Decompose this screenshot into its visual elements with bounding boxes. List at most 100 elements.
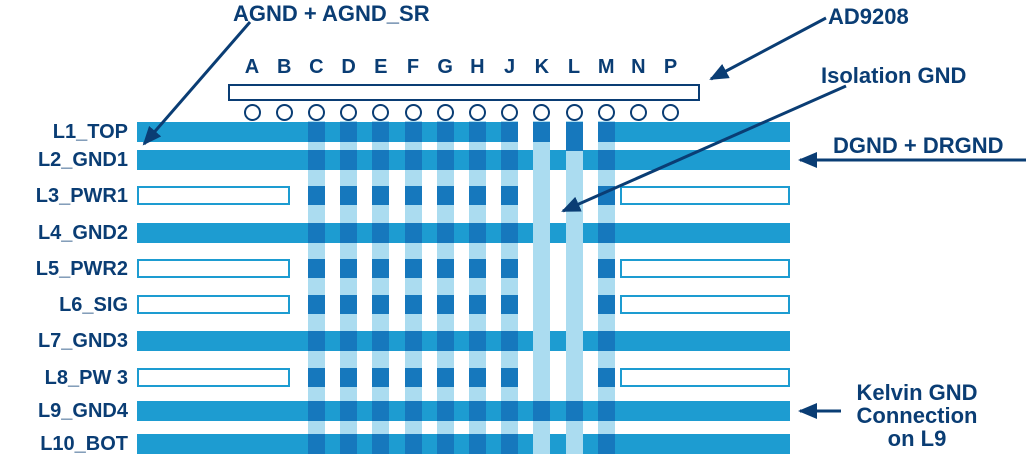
via-pad-h-l8-pw-3 <box>468 368 486 387</box>
layer-bar-l8-pw-3-0 <box>137 368 290 387</box>
column-letter-d: D <box>341 56 356 78</box>
via-barrel-k <box>533 121 551 454</box>
layer-label-l4-gnd2: L4_GND2 <box>37 222 128 244</box>
column-letter-k: K <box>534 56 550 78</box>
via-pad-k-l9-gnd4 <box>533 401 551 421</box>
column-letter-a: A <box>244 56 260 78</box>
via-pad-f-l5-pwr2 <box>404 259 422 278</box>
layer-bar-l9-gnd4-0 <box>137 401 790 421</box>
bga-ball-b <box>275 103 293 121</box>
layer-label-l8-pw-3: L8_PW 3 <box>44 366 128 389</box>
via-clearance-k-l10-bot <box>533 434 551 454</box>
via-pad-j-l9-gnd4 <box>501 401 519 421</box>
via-pad-d-l9-gnd4 <box>340 401 358 421</box>
via-pad-d-l8-pw-3 <box>340 368 358 387</box>
via-clearance-l-l10-bot <box>565 434 583 454</box>
column-letter-j: J <box>504 56 516 78</box>
via-pad-g-l6-sig <box>436 295 454 314</box>
via-pad-h-l3-pwr1 <box>468 186 486 205</box>
column-letter-c: C <box>309 56 324 78</box>
via-pad-h-l6-sig <box>468 295 486 314</box>
via-pad-e-l8-pw-3 <box>372 368 390 387</box>
via-pad-h-l9-gnd4 <box>468 401 486 421</box>
bga-ball-g <box>436 103 454 121</box>
layer-bar-l3-pwr1-0 <box>137 186 290 205</box>
via-pad-h-l1-top <box>468 122 486 142</box>
via-pad-g-l3-pwr1 <box>436 186 454 205</box>
via-pad-g-l1-top <box>436 122 454 142</box>
bga-ball-e <box>372 103 390 121</box>
layer-label-l3-pwr1: L3_PWR1 <box>35 184 128 207</box>
via-clearance-k-l7-gnd3 <box>533 331 551 351</box>
via-pad-h-l5-pwr2 <box>468 259 486 278</box>
via-pad-l-l9-gnd4 <box>565 401 583 421</box>
via-pad-j-l3-pwr1 <box>501 186 519 205</box>
via-pad-f-l10-bot <box>404 434 422 454</box>
layer-bar-l8-pw-3-1 <box>620 368 790 387</box>
via-pad-e-l7-gnd3 <box>372 331 390 351</box>
column-letter-f: F <box>406 56 420 78</box>
via-pad-f-l1-top <box>404 122 422 142</box>
isolation-gnd-label: Isolation GND <box>821 63 967 88</box>
via-pad-c-l10-bot <box>307 434 325 454</box>
bga-ball-l <box>565 103 583 121</box>
via-pad-e-l2-gnd1 <box>372 150 390 170</box>
via-pad-j-l1-top <box>501 122 519 142</box>
via-pad-d-l1-top <box>340 122 358 142</box>
via-pad-e-l4-gnd2 <box>372 223 390 243</box>
via-pad-e-l5-pwr2 <box>372 259 390 278</box>
bga-ball-m <box>597 103 615 121</box>
bga-ball-d <box>340 103 358 121</box>
via-pad-d-l2-gnd1 <box>340 150 358 170</box>
via-pad-j-l4-gnd2 <box>501 223 519 243</box>
column-letter-m: M <box>597 56 615 78</box>
via-clearance-k-l4-gnd2 <box>533 223 551 243</box>
via-pad-e-l3-pwr1 <box>372 186 390 205</box>
via-pad-c-l8-pw-3 <box>307 368 325 387</box>
via-pad-g-l5-pwr2 <box>436 259 454 278</box>
via-pad-k-l1-top <box>533 122 551 142</box>
via-pad-g-l8-pw-3 <box>436 368 454 387</box>
via-pad-j-l5-pwr2 <box>501 259 519 278</box>
via-pad-g-l2-gnd1 <box>436 150 454 170</box>
via-pad-j-l6-sig <box>501 295 519 314</box>
kelvin-line-2: Connection <box>856 403 978 428</box>
via-pad-c-l4-gnd2 <box>307 223 325 243</box>
via-pad-m-l1-top <box>597 122 615 142</box>
bga-ball-f <box>404 103 422 121</box>
via-pad-g-l4-gnd2 <box>436 223 454 243</box>
column-letter-p: P <box>663 56 678 78</box>
layer-label-l10-bot: L10_BOT <box>40 433 128 455</box>
via-pad-d-l5-pwr2 <box>340 259 358 278</box>
via-pad-d-l10-bot <box>340 434 358 454</box>
layer-bar-l10-bot-0 <box>137 434 790 454</box>
via-pad-e-l9-gnd4 <box>372 401 390 421</box>
kelvin-line-3: on L9 <box>887 426 947 451</box>
bga-ball-j <box>501 103 519 121</box>
bga-ball-c <box>307 103 325 121</box>
via-pad-h-l4-gnd2 <box>468 223 486 243</box>
column-letter-g: G <box>437 56 453 78</box>
via-clearance-k-l2-gnd1 <box>533 150 551 170</box>
via-pad-c-l6-sig <box>307 295 325 314</box>
agnd-label: AGND + AGND_SR <box>233 1 430 26</box>
via-pad-e-l1-top <box>372 122 390 142</box>
layer-bar-l6-sig-1 <box>620 295 790 314</box>
layer-label-l1-top: L1_TOP <box>52 121 128 143</box>
via-pad-m-l2-gnd1 <box>597 150 615 170</box>
via-clearance-l-l4-gnd2 <box>565 223 583 243</box>
via-pad-g-l9-gnd4 <box>436 401 454 421</box>
bga-ball-h <box>468 103 486 121</box>
layer-label-l5-pwr2: L5_PWR2 <box>35 257 128 280</box>
layer-bar-l1-top-0 <box>137 122 518 142</box>
via-pad-f-l7-gnd3 <box>404 331 422 351</box>
via-pad-c-l1-top <box>307 122 325 142</box>
via-pad-e-l6-sig <box>372 295 390 314</box>
via-pad-m-l9-gnd4 <box>597 401 615 421</box>
via-pad-d-l6-sig <box>340 295 358 314</box>
via-pad-c-l7-gnd3 <box>307 331 325 351</box>
layer-bar-l7-gnd3-0 <box>137 331 790 351</box>
via-clearance-l-l2-gnd1 <box>565 150 583 170</box>
via-pad-j-l7-gnd3 <box>501 331 519 351</box>
